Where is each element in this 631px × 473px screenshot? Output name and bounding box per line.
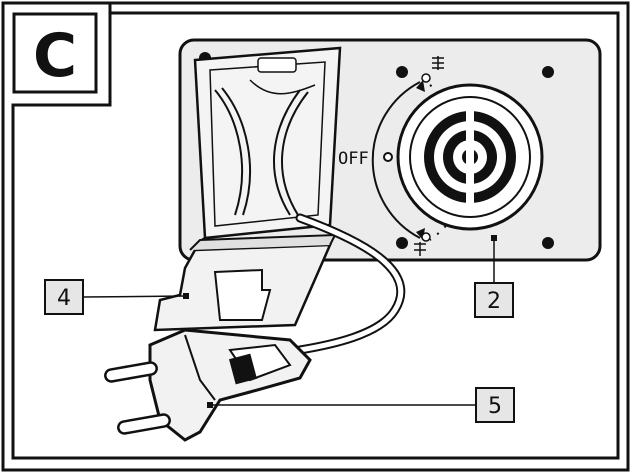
off-indicator-dot <box>383 152 393 162</box>
callout-2: 2 <box>474 240 514 318</box>
screw-hole-top-right <box>542 66 554 78</box>
callout-5: 5 <box>210 387 515 423</box>
control-knob: OFF <box>338 56 544 256</box>
panel-letter: C <box>33 21 77 91</box>
high-heat-symbol <box>432 56 444 70</box>
screw-hole-bottom-mid <box>396 237 408 249</box>
screw-hole-bottom-right <box>542 237 554 249</box>
screw-hole-top-mid <box>396 66 408 78</box>
callout-2-label: 2 <box>487 289 501 314</box>
off-label: OFF <box>338 149 369 169</box>
plug-pin-upper <box>104 361 158 383</box>
low-heat-symbol <box>414 242 426 256</box>
callout-5-label: 5 <box>488 394 502 419</box>
mains-plug <box>104 328 312 442</box>
plug-pin-lower <box>117 413 171 435</box>
panel-letter-box: C <box>12 12 98 94</box>
callout-4-label: 4 <box>57 286 71 311</box>
callout-4: 4 <box>44 279 187 315</box>
cable-compartment <box>193 46 342 240</box>
cable-cover <box>153 233 337 332</box>
